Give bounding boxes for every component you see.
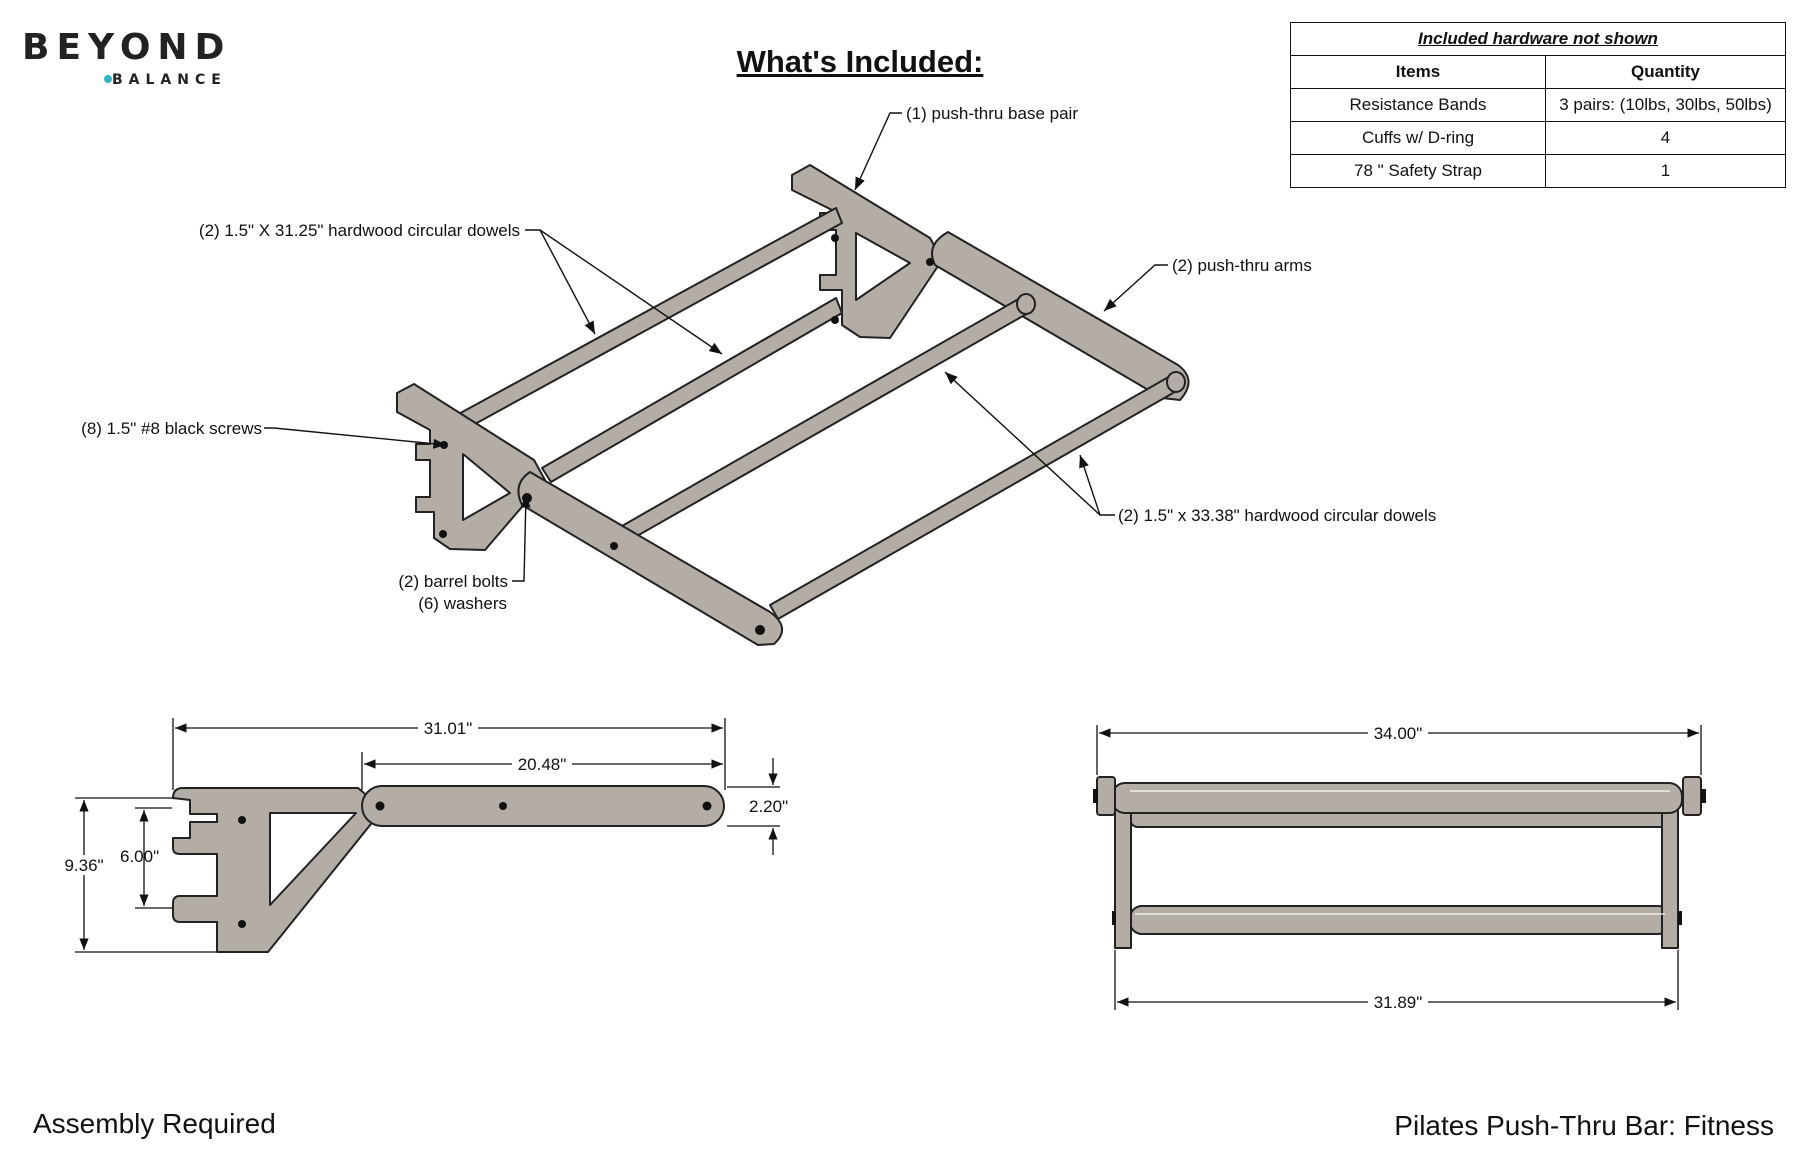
front-dimensions <box>1096 725 1702 1010</box>
dim-arm: 20.48" <box>518 755 567 774</box>
table-cell-item: 78 " Safety Strap <box>1290 154 1546 188</box>
side-arm <box>361 785 725 827</box>
table-cell-quantity: 3 pairs: (10lbs, 30lbs, 50lbs) <box>1545 88 1786 122</box>
dim-height: 9.36" <box>64 856 103 875</box>
arm-front <box>517 471 783 646</box>
dowel-short-2 <box>541 297 843 483</box>
dim-slot-spacing: 6.00" <box>120 847 159 866</box>
dim-inner: 31.89" <box>1374 993 1423 1012</box>
hardware-table-caption: Included hardware not shown <box>1290 22 1786 56</box>
page-title: What's Included: <box>736 44 984 79</box>
side-view <box>172 785 725 953</box>
callout-dowels-long: (2) 1.5" x 33.38" hardwood circular dowe… <box>1118 506 1436 525</box>
dowel-short-1 <box>454 207 843 431</box>
table-row: Resistance Bands 3 pairs: (10lbs, 30lbs,… <box>1290 88 1786 122</box>
front-arm-left <box>1114 809 1132 949</box>
table-header-quantity: Quantity <box>1545 55 1786 89</box>
hardware-table: Included hardware not shown Items Quanti… <box>1290 22 1786 188</box>
front-end-left <box>1096 776 1116 816</box>
callout-washers: (6) washers <box>418 594 507 613</box>
front-dowel-upper <box>1111 782 1683 814</box>
callout-barrel-bolts: (2) barrel bolts <box>398 572 508 591</box>
table-cell-quantity: 1 <box>1545 154 1786 188</box>
front-dowel-lower-bottom <box>1129 905 1671 935</box>
front-arm-right <box>1661 809 1679 949</box>
dim-arm-width: 2.20" <box>749 797 788 816</box>
table-cell-item: Resistance Bands <box>1290 88 1546 122</box>
dim-outer: 34.00" <box>1374 724 1423 743</box>
isometric-assembly <box>396 164 1190 646</box>
front-end-right <box>1682 776 1702 816</box>
arm-back <box>931 231 1190 401</box>
front-hole-markers <box>1093 789 1706 925</box>
logo-main-text: BEYOND <box>22 27 232 68</box>
logo-sub-text: BALANCE <box>112 72 227 88</box>
side-dimension-labels: 31.01" 20.48" 2.20" 9.36" 6.00" <box>58 718 788 875</box>
callout-dowels-short: (2) 1.5" X 31.25" hardwood circular dowe… <box>199 221 520 240</box>
front-view <box>1096 776 1702 949</box>
brand-logo: BEYOND BALANCE <box>22 27 232 89</box>
callout-arms: (2) push-thru arms <box>1172 256 1312 275</box>
table-row: 78 " Safety Strap 1 <box>1290 154 1786 188</box>
side-holes <box>238 801 712 928</box>
callout-leaders <box>264 112 1168 582</box>
dim-overall: 31.01" <box>424 719 473 738</box>
footer-assembly-note: Assembly Required <box>33 1108 276 1139</box>
logo-accent-dot <box>104 75 112 83</box>
footer-product-name: Pilates Push-Thru Bar: Fitness <box>1394 1110 1774 1141</box>
callout-screws: (8) 1.5" #8 black screws <box>81 419 262 438</box>
callout-base-pair: (1) push-thru base pair <box>906 104 1078 123</box>
front-dimension-labels: 34.00" 31.89" <box>1368 723 1428 1012</box>
